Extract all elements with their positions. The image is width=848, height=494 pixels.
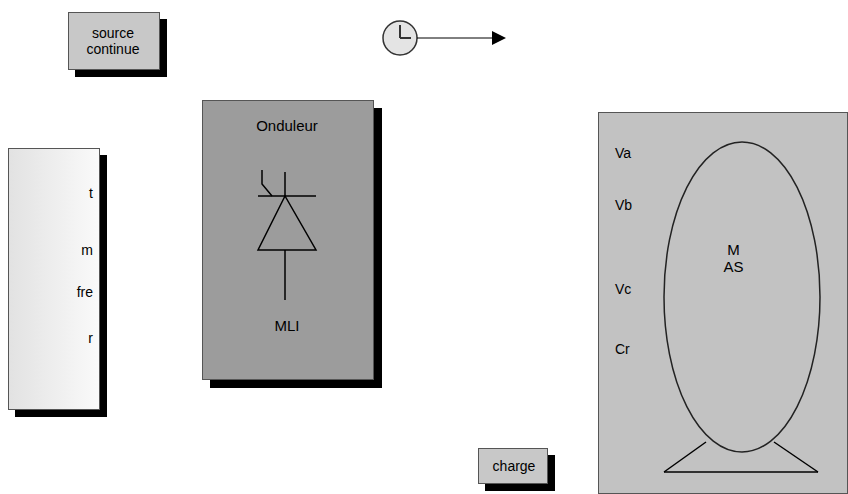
signal-generator-box: t m fre r — [8, 148, 100, 410]
node-text: Va — [615, 145, 655, 161]
node-text: m — [49, 242, 93, 258]
clock-symbol — [383, 21, 506, 55]
node-text: MLI — [203, 317, 371, 334]
node-text: Vc — [615, 281, 655, 297]
motor-ellipse: M AS — [663, 141, 821, 453]
dc-source-box: source continue — [68, 12, 160, 70]
node-text: Onduleur — [203, 117, 371, 134]
motor-base — [664, 442, 818, 472]
ellipse-outline — [663, 141, 821, 453]
load-box: charge — [478, 448, 548, 484]
inverter-box: OnduleurMLI — [202, 100, 374, 380]
thyristor-symbol — [258, 170, 316, 300]
node-text: Vb — [615, 197, 655, 213]
node-text: Cr — [615, 341, 655, 357]
node-text: charge — [479, 458, 549, 474]
node-text: source continue — [69, 25, 157, 57]
motor-box: VaVbVcCr M AS — [598, 112, 848, 494]
node-text: t — [49, 185, 93, 201]
node-text: r — [49, 330, 93, 346]
node-text: fre — [49, 284, 93, 300]
node-text: M AS — [717, 241, 750, 276]
